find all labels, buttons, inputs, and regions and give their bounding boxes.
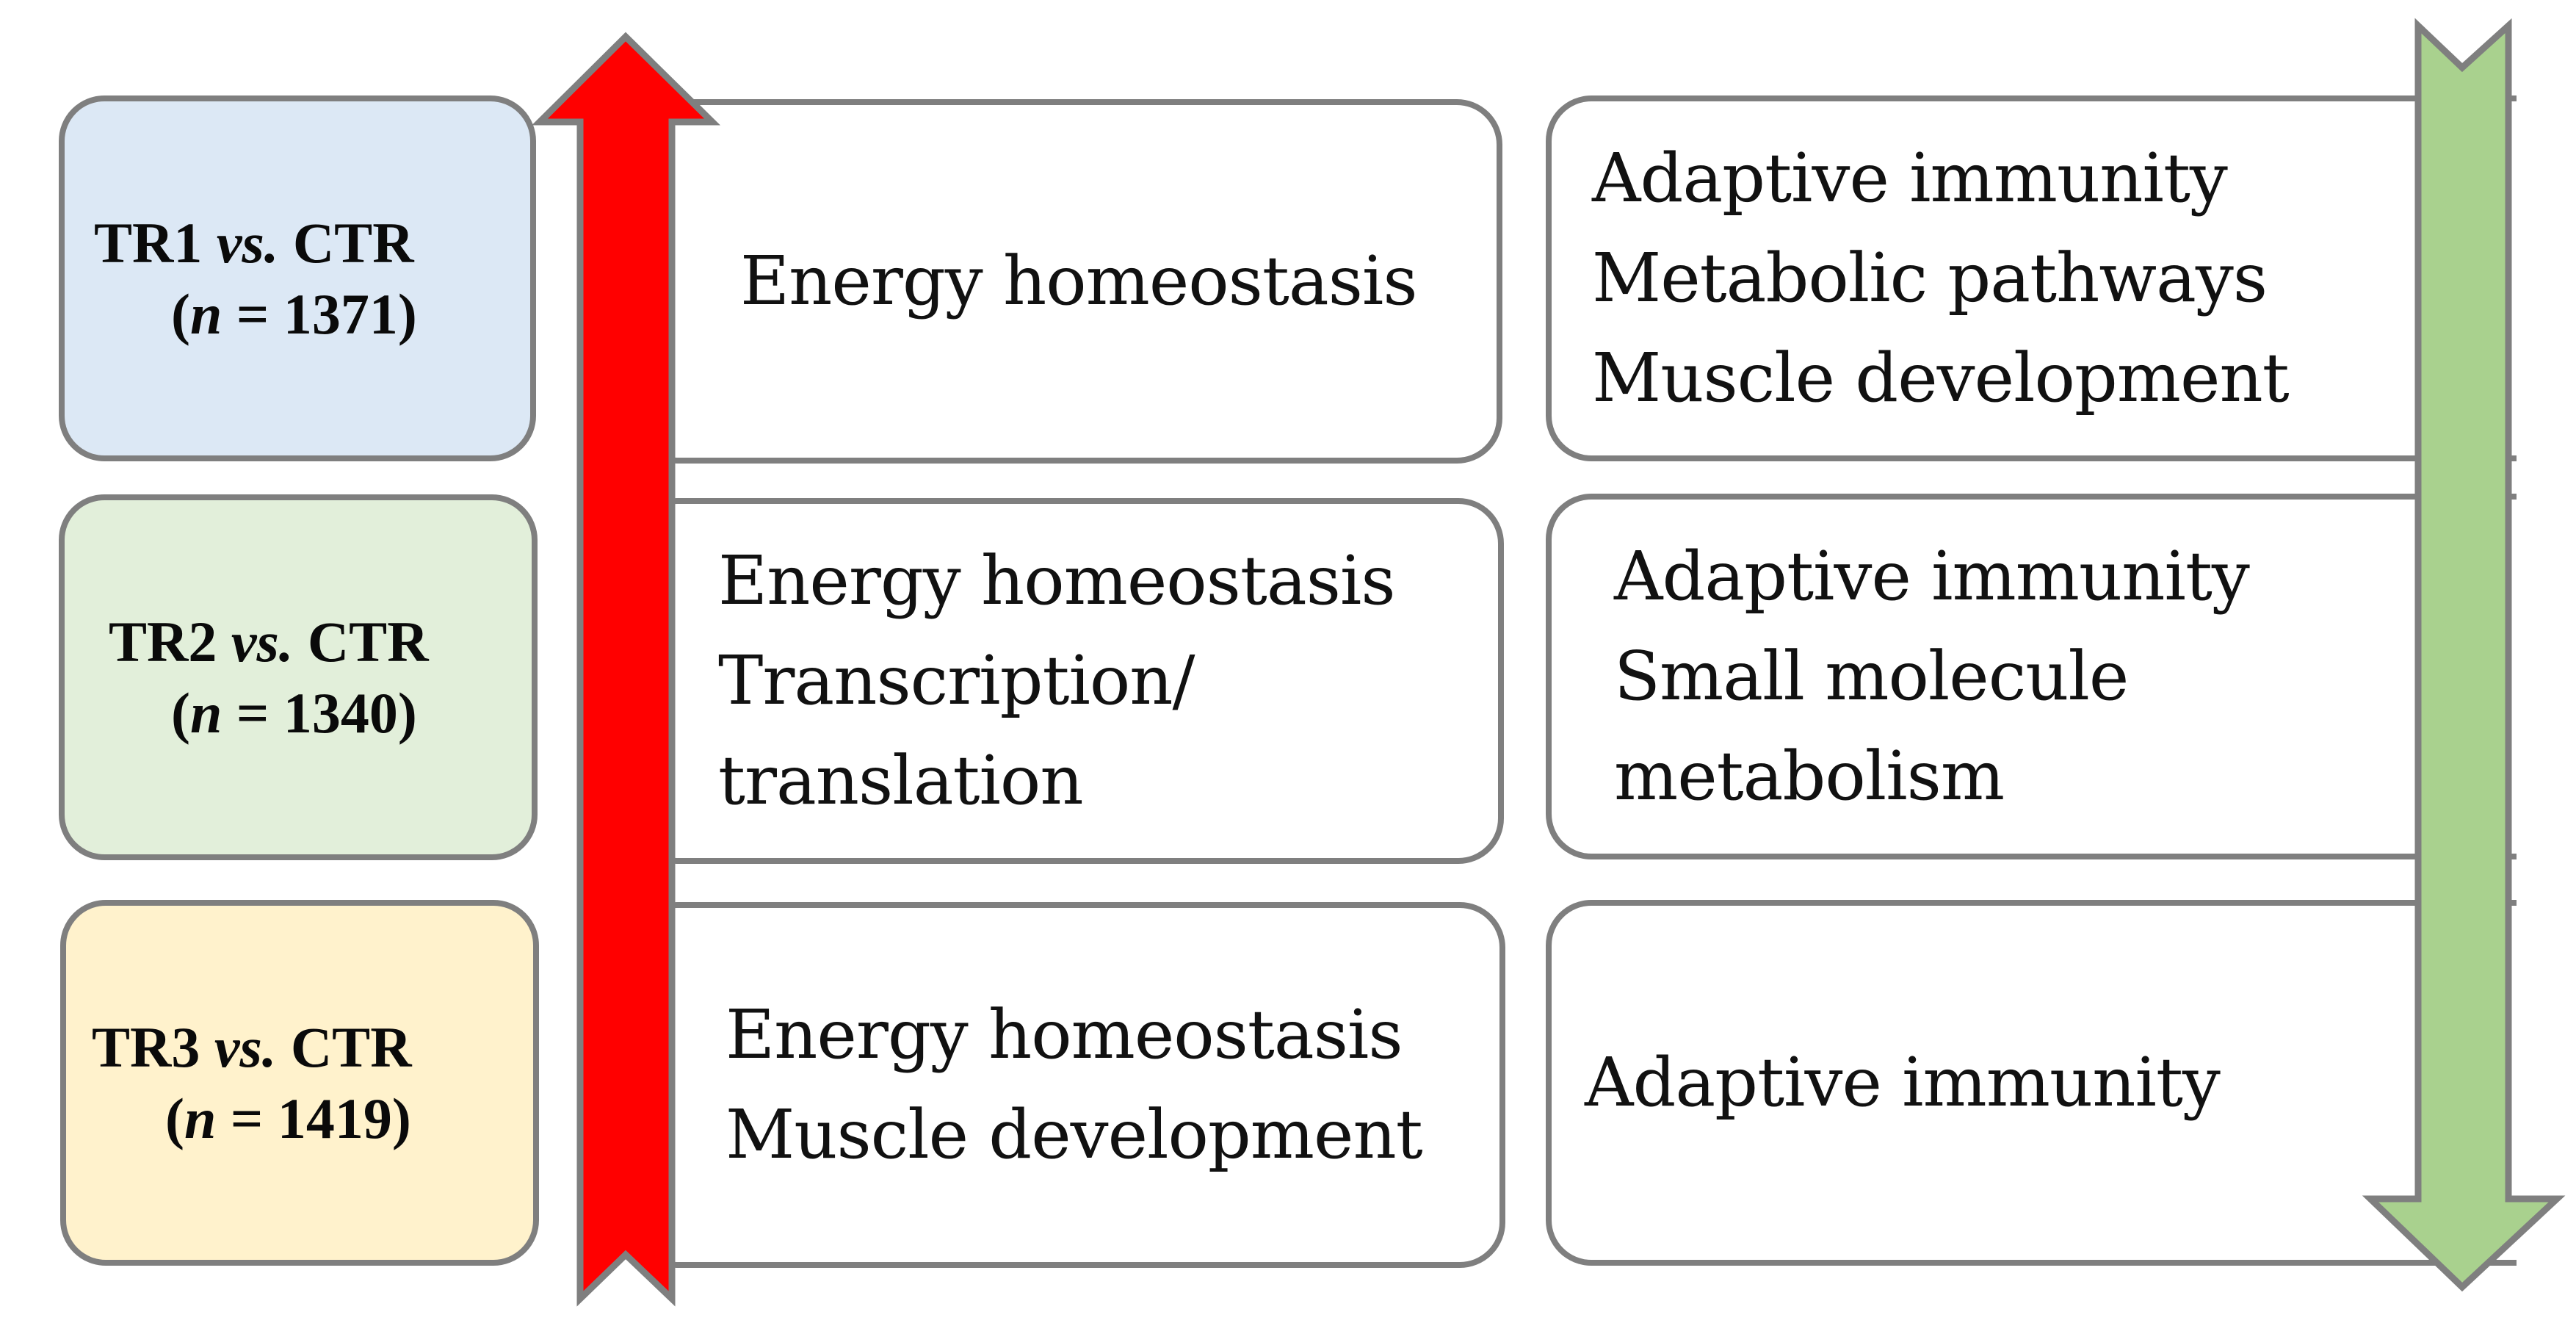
upregulated-box-tr1: Energy homeostasis bbox=[632, 99, 1502, 464]
pathway-label: metabolism bbox=[1614, 737, 2005, 815]
pathway-label: translation bbox=[718, 741, 1084, 820]
pathway-label: Energy homeostasis bbox=[740, 242, 1418, 320]
upregulated-box-tr2: Energy homeostasis Transcription/ transl… bbox=[632, 498, 1504, 864]
downregulated-box-tr2: Adaptive immunity Small molecule metabol… bbox=[1546, 494, 2517, 859]
comparison-box-tr1: TR1 vs. CTR (n = 1371) bbox=[59, 95, 536, 461]
pathway-label: Energy homeostasis bbox=[718, 541, 1396, 620]
pathway-label: Adaptive immunity bbox=[1614, 537, 2250, 616]
gene-count: (n = 1340) bbox=[171, 681, 417, 745]
pathway-label: Adaptive immunity bbox=[1592, 139, 2228, 217]
pathway-label: Adaptive immunity bbox=[1585, 1043, 2221, 1122]
upregulated-box-tr3: Energy homeostasis Muscle development bbox=[632, 902, 1505, 1268]
comparison-box-tr3: TR3 vs. CTR (n = 1419) bbox=[60, 900, 539, 1266]
pathway-label: Muscle development bbox=[726, 1095, 1423, 1174]
comparison-box-tr2: TR2 vs. CTR (n = 1340) bbox=[59, 494, 538, 860]
downregulated-box-tr1: Adaptive immunity Metabolic pathways Mus… bbox=[1546, 95, 2517, 461]
pathway-label: Muscle development bbox=[1592, 339, 2290, 417]
gene-count: (n = 1419) bbox=[165, 1086, 411, 1150]
pathway-label: Metabolic pathways bbox=[1592, 239, 2268, 317]
pathway-label: Small molecule bbox=[1614, 637, 2129, 715]
comparison-title: TR3 vs. CTR bbox=[92, 1014, 412, 1079]
comparison-title: TR1 vs. CTR bbox=[94, 210, 414, 275]
pathway-label: Energy homeostasis bbox=[726, 995, 1403, 1074]
pathway-label: Transcription/ bbox=[718, 641, 1195, 720]
gene-count: (n = 1371) bbox=[171, 282, 417, 346]
downregulated-box-tr3: Adaptive immunity bbox=[1546, 900, 2517, 1266]
comparison-title: TR2 vs. CTR bbox=[109, 609, 429, 674]
